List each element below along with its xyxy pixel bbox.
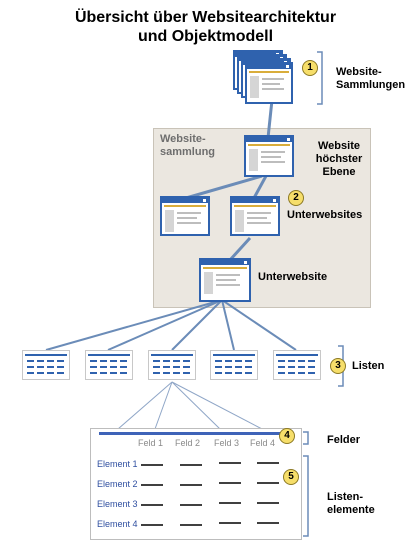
list-icon-4 bbox=[210, 350, 258, 380]
label-site-collections: Website- Sammlungen bbox=[336, 66, 406, 91]
connector-top-to-subsite-right bbox=[252, 175, 268, 199]
label-subsites: Unterwebsites bbox=[287, 209, 363, 221]
cell-dash bbox=[257, 482, 279, 484]
list-element-4: Element 4 bbox=[97, 519, 138, 529]
connector-subsite-to-list-2 bbox=[107, 299, 223, 351]
list-element-2: Element 2 bbox=[97, 479, 138, 489]
cell-dash bbox=[141, 524, 163, 526]
list-element-3: Element 3 bbox=[97, 499, 138, 509]
connector-list-to-field-1 bbox=[117, 381, 173, 430]
field-header-1: Feld 1 bbox=[138, 438, 164, 448]
list-icon-1 bbox=[22, 350, 70, 380]
connector-list-to-field-3 bbox=[171, 381, 221, 430]
cell-dash bbox=[219, 522, 241, 524]
diagram-title-line2: und Objektmodell bbox=[137, 28, 274, 45]
connector-right-to-subsite bbox=[228, 236, 252, 262]
label-subsite: Unterwebsite bbox=[258, 271, 328, 283]
field-header-4: Feld 4 bbox=[250, 438, 276, 448]
label-list-items: Listen- elemente bbox=[327, 491, 375, 516]
cell-dash bbox=[257, 502, 279, 504]
subsite-window-left bbox=[160, 196, 210, 236]
connector-list-to-field-2 bbox=[154, 381, 173, 430]
connector-list-to-field-4 bbox=[171, 381, 263, 430]
subsite-window-bottom bbox=[199, 258, 251, 302]
callout-1: 1 bbox=[302, 60, 318, 76]
connector-subsite-to-list-4 bbox=[221, 299, 235, 351]
bracket-site-collections bbox=[317, 51, 323, 105]
callout-4: 4 bbox=[279, 428, 295, 444]
field-header-2: Feld 2 bbox=[175, 438, 201, 448]
site-collection-label: Website- sammlung bbox=[160, 133, 216, 158]
callout-5: 5 bbox=[283, 469, 299, 485]
top-level-site-window bbox=[244, 135, 294, 177]
label-lists: Listen bbox=[352, 360, 385, 372]
list-element-1: Element 1 bbox=[97, 459, 138, 469]
list-icon-5 bbox=[273, 350, 321, 380]
cell-dash bbox=[180, 484, 202, 486]
cell-dash bbox=[141, 504, 163, 506]
bracket-fields bbox=[303, 431, 309, 445]
cell-dash bbox=[219, 482, 241, 484]
cell-dash bbox=[180, 464, 202, 466]
subsite-window-right bbox=[230, 196, 280, 236]
callout-2: 2 bbox=[288, 190, 304, 206]
label-top-level-site: Website höchster Ebene bbox=[315, 140, 363, 178]
connector-top-to-subsite-left bbox=[185, 174, 263, 200]
field-header-bar bbox=[99, 432, 291, 435]
connector-collection-to-top bbox=[266, 99, 274, 139]
connector-subsite-to-list-1 bbox=[45, 299, 223, 351]
callout-3: 3 bbox=[330, 358, 346, 374]
cell-dash bbox=[141, 484, 163, 486]
list-icon-2 bbox=[85, 350, 133, 380]
cell-dash bbox=[257, 522, 279, 524]
cell-dash bbox=[141, 464, 163, 466]
site-collection-window-front bbox=[245, 62, 293, 104]
field-header-3: Feld 3 bbox=[214, 438, 240, 448]
cell-dash bbox=[219, 462, 241, 464]
label-fields: Felder bbox=[327, 434, 361, 446]
diagram-title-line1: Übersicht über Websitearchitektur bbox=[74, 9, 337, 26]
connector-subsite-to-list-3 bbox=[171, 299, 223, 351]
cell-dash bbox=[180, 524, 202, 526]
cell-dash bbox=[219, 502, 241, 504]
cell-dash bbox=[180, 504, 202, 506]
connector-subsite-to-list-5 bbox=[221, 299, 297, 351]
cell-dash bbox=[257, 462, 279, 464]
list-icon-3 bbox=[148, 350, 196, 380]
bracket-list-items bbox=[303, 455, 309, 537]
